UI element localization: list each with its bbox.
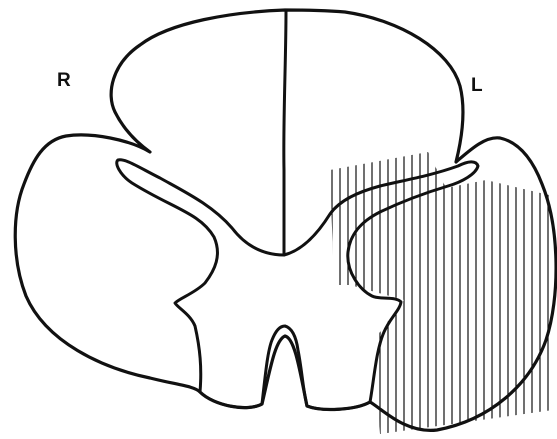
left-side-label: L [471,76,483,95]
right-side-label: R [57,71,71,90]
hatched-lesion-area [332,140,548,436]
posterior-median-septum [284,10,286,255]
grey-matter-outline [117,160,478,410]
